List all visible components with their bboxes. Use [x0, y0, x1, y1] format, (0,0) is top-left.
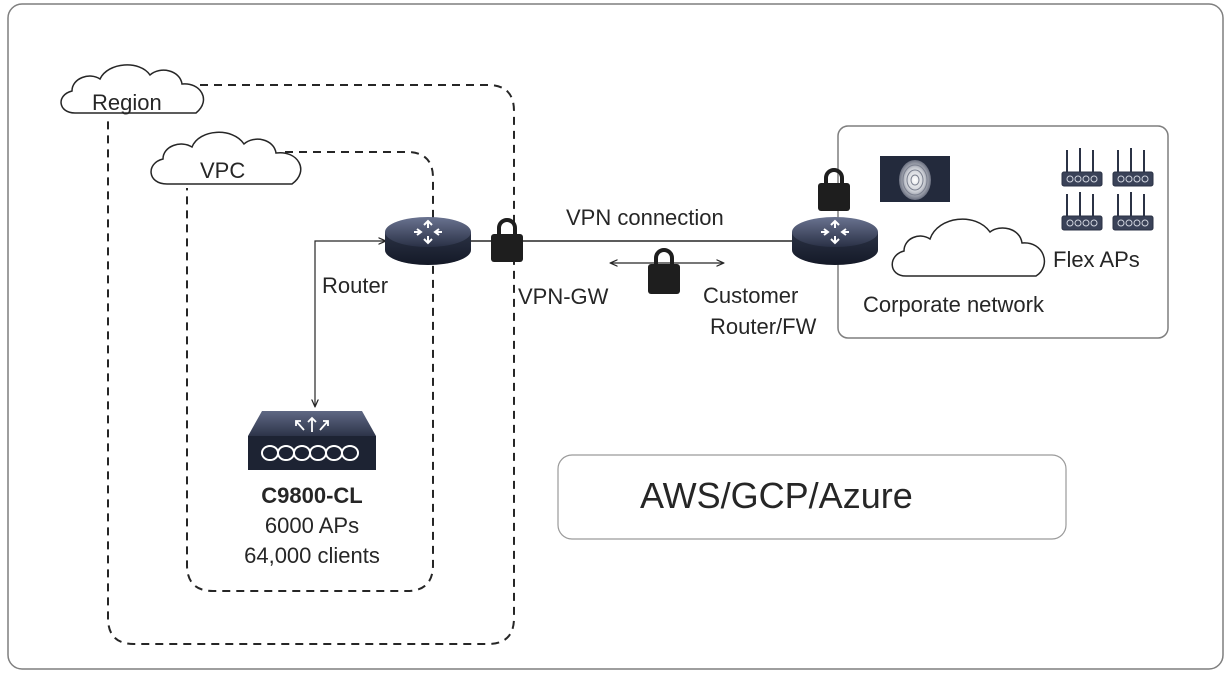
vpc-cloud-icon — [150, 131, 302, 185]
fingerprint-icon — [880, 156, 950, 202]
router-icon — [385, 217, 471, 265]
vpc-label: VPC — [200, 158, 246, 183]
access-point-icon — [1061, 148, 1154, 231]
customer-router-icon — [792, 217, 878, 265]
region-boundary — [107, 84, 515, 645]
flex-aps-label: Flex APs — [1053, 247, 1140, 272]
customer-lock-icon — [818, 168, 850, 211]
vpn-gw-lock-icon — [491, 218, 523, 262]
controller-model: C9800-CL — [261, 483, 363, 508]
controller-aps: 6000 APs — [264, 513, 360, 538]
router-controller-link — [315, 241, 385, 406]
cloud-provider-label: AWS/GCP/Azure — [640, 475, 913, 516]
cloud-provider-box — [557, 454, 1067, 540]
customer-router-label-line2: Router/FW — [710, 314, 817, 339]
vpn-gw-label: VPN-GW — [518, 284, 609, 309]
tunnel-lock-icon — [648, 248, 680, 294]
customer-router-label-line1: Customer — [703, 283, 799, 308]
outer-frame — [7, 3, 1224, 670]
controller-clients: 64,000 clients — [244, 543, 380, 568]
corporate-cloud-icon — [891, 218, 1046, 277]
corporate-network-label: Corporate network — [863, 292, 1044, 317]
vpc-boundary — [186, 151, 434, 592]
router-label: Router — [322, 273, 389, 298]
region-label: Region — [92, 90, 162, 115]
vpn-connection-label: VPN connection — [566, 205, 724, 230]
controller-icon — [248, 411, 376, 470]
region-cloud-icon — [60, 64, 205, 114]
